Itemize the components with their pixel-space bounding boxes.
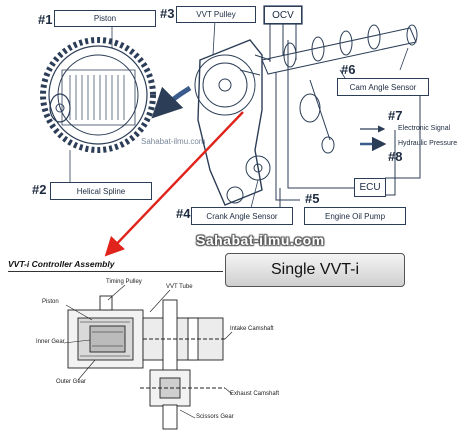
label-crank-angle-sensor: Crank Angle Sensor [191, 207, 293, 225]
part-intake-camshaft: Intake Camshaft [230, 326, 274, 332]
part-piston: Piston [42, 299, 59, 305]
controller-cross-section [67, 295, 225, 430]
number-5: #5 [305, 191, 320, 206]
part-inner-gear: Inner Gear [36, 339, 65, 345]
number-3: #3 [160, 6, 175, 21]
part-outer-gear: Outer Gear [56, 379, 87, 385]
watermark-small: Sahabat-ilmu.com [141, 137, 206, 146]
number-8: #8 [388, 149, 403, 164]
number-6: #6 [341, 62, 356, 77]
controller-title-underline [8, 271, 223, 272]
pulley-gear-arrow [151, 85, 192, 119]
controller-assembly-title: VVT-i Controller Assembly [8, 259, 115, 269]
number-4: #4 [176, 206, 191, 221]
part-scissors-gear: Scissors Gear [196, 414, 234, 420]
part-timing-pulley: Timing Pulley [106, 279, 142, 285]
label-cam-angle-sensor: Cam Angle Sensor [337, 78, 429, 96]
legend-electronic-signal: Electronic Signal [398, 125, 451, 132]
hydraulic-line [275, 72, 300, 201]
label-helical-spline: Helical Spline [50, 182, 152, 200]
vvt-gear-illustration [40, 37, 156, 153]
red-pointer-arrow [104, 111, 244, 257]
part-exhaust-camshaft: Exhaust Camshaft [230, 391, 280, 397]
number-7: #7 [388, 108, 403, 123]
number-1: #1 [38, 12, 53, 27]
label-vvt-pulley: VVT Pulley [176, 6, 256, 23]
camshaft-illustration [261, 24, 418, 154]
label-piston: Piston [54, 10, 156, 27]
label-ecu: ECU [354, 178, 386, 197]
legend-hydraulic-pressure: Hydraulic Pressure [398, 140, 458, 147]
label-ocv: OCV [264, 6, 302, 24]
ecu-wiring [279, 40, 421, 210]
part-vvt-tube: VVT Tube [166, 284, 193, 290]
watermark-large: Sahabat-ilmu.com [196, 232, 325, 248]
number-2: #2 [32, 182, 47, 197]
label-engine-oil-pump: Engine Oil Pump [304, 207, 406, 225]
ocv-lines [269, 24, 297, 62]
single-vvt-title-box: Single VVT-i [225, 253, 405, 287]
